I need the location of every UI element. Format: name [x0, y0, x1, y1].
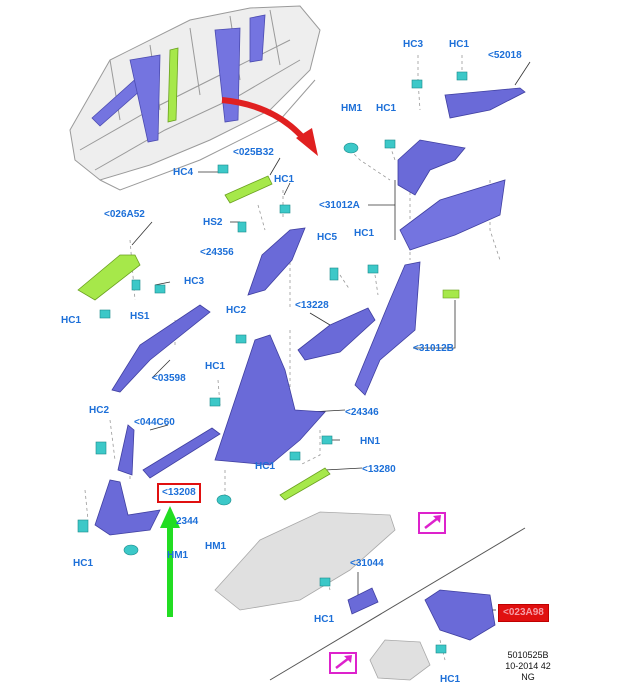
label-hc2: HC2: [89, 405, 110, 416]
label-026a52[interactable]: <026A52: [104, 209, 145, 220]
part-026a52: [77, 254, 141, 301]
part-24346: [214, 334, 326, 466]
label-13280[interactable]: <13280: [362, 464, 396, 475]
label-hs1: HS1: [130, 311, 150, 322]
label-2344[interactable]: 2344: [176, 516, 199, 527]
label-hc5: HC5: [317, 232, 338, 243]
label-31012a[interactable]: <31012A: [319, 200, 360, 211]
label-hc1: HC1: [376, 103, 397, 114]
part-13208: [142, 427, 221, 479]
label-13228[interactable]: <13228: [295, 300, 329, 311]
label-hc4: HC4: [173, 167, 194, 178]
part-31012a: [397, 139, 506, 251]
label-hc1: HC1: [440, 674, 461, 685]
label-hc3: HC3: [184, 276, 205, 287]
label-hs2: HS2: [203, 217, 223, 228]
part-025b32: [224, 175, 273, 204]
part-31044: [347, 587, 379, 615]
part-13280: [279, 467, 331, 501]
label-hc1: HC1: [449, 39, 470, 50]
label-hc2: HC2: [226, 305, 247, 316]
label-hc1: HC1: [274, 174, 295, 185]
push-pins: [123, 142, 359, 556]
label-hm1: HM1: [167, 550, 189, 561]
label-hn1: HN1: [360, 436, 381, 447]
label-023a98-highlight[interactable]: <023A98: [498, 604, 549, 622]
part-044c60: [117, 424, 135, 476]
part-24356: [247, 227, 306, 296]
drawing-date: 10-2014 42: [505, 661, 551, 671]
section-divider: [269, 527, 526, 681]
label-24356[interactable]: <24356: [200, 247, 234, 258]
part-023a98: [424, 589, 496, 641]
part-52018: [444, 87, 526, 119]
label-52018[interactable]: <52018: [488, 50, 522, 61]
label-31044[interactable]: <31044: [350, 558, 384, 569]
label-hc1: HC1: [255, 461, 276, 472]
part-lower-left-trim: [94, 479, 161, 536]
label-24346[interactable]: <24346: [345, 407, 379, 418]
part-floor-panel: [214, 511, 396, 611]
clip-fasteners: [77, 71, 468, 654]
label-044c60[interactable]: <044C60: [134, 417, 175, 428]
green-indicator-arrow: [160, 506, 180, 617]
reference-arrow-icon[interactable]: [418, 512, 446, 534]
part-bottom-grey: [369, 639, 431, 681]
part-03598: [111, 304, 211, 393]
label-hm1: HM1: [205, 541, 227, 552]
drawing-suffix: NG: [521, 672, 535, 682]
drawing-number: 5010525B: [507, 650, 549, 660]
part-31012b: [354, 261, 421, 396]
label-03598[interactable]: <03598: [152, 373, 186, 384]
part-13228: [297, 307, 376, 361]
label-025b32[interactable]: <025B32: [233, 147, 274, 158]
direction-arrow: [221, 97, 318, 156]
label-hc1: HC1: [354, 228, 375, 239]
vehicle-body: [69, 5, 321, 191]
label-hm1: HM1: [341, 103, 363, 114]
drawing-reference-code: 5010525B 10-2014 42 NG: [498, 650, 558, 683]
label-hc1: HC1: [314, 614, 335, 625]
label-hc1: HC1: [73, 558, 94, 569]
label-hc1: HC1: [61, 315, 82, 326]
label-13208-highlight[interactable]: <13208: [157, 483, 201, 503]
label-31012b[interactable]: <31012B: [413, 343, 454, 354]
green-connectors: [442, 289, 460, 299]
label-hc1: HC1: [205, 361, 226, 372]
reference-arrow-icon-lower[interactable]: [329, 652, 357, 674]
label-hc3: HC3: [403, 39, 424, 50]
